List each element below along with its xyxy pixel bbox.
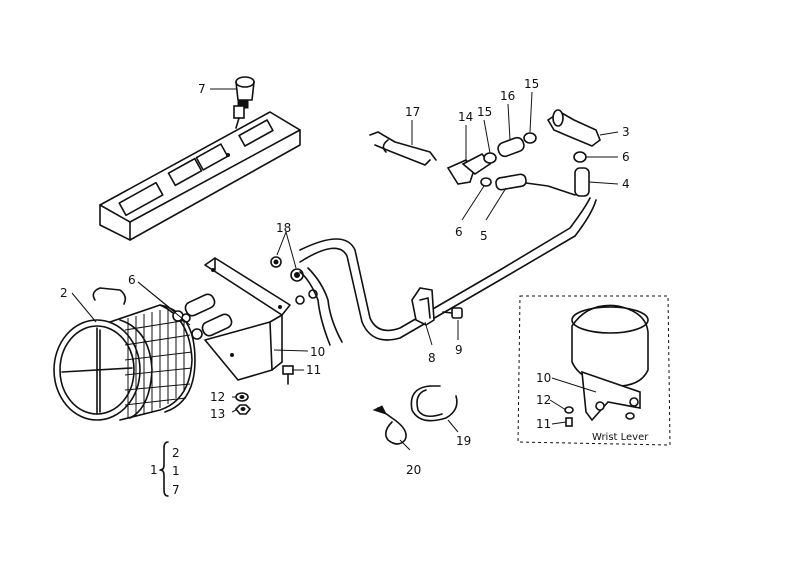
leader-lines	[71, 88, 619, 451]
wrist-lever-inset	[517, 295, 671, 446]
callout-18: 18	[276, 221, 291, 235]
bolt-part	[282, 365, 294, 385]
screw-part	[442, 307, 463, 319]
callout-14: 14	[458, 110, 473, 124]
callout-16: 16	[500, 89, 515, 103]
callout-2: 2	[60, 286, 68, 300]
cable-clamp	[411, 287, 435, 326]
callout-1-stack-2: 2	[172, 446, 180, 460]
inset-callout-12: 12	[536, 393, 551, 407]
callout-5: 5	[480, 229, 488, 243]
callout-1: 1	[150, 463, 158, 477]
small-clamp	[372, 405, 407, 445]
item-1-grouping-bracket	[159, 441, 169, 497]
callout-9: 9	[455, 343, 463, 357]
hose-assembly	[369, 109, 601, 197]
inset-callout-10: 10	[536, 371, 551, 385]
callout-15-right: 15	[524, 77, 539, 91]
hose-fittings-left	[172, 293, 233, 340]
callout-13: 13	[210, 407, 225, 421]
callout-10: 10	[310, 345, 325, 359]
callout-1-stack-1: 1	[172, 464, 180, 478]
callout-17: 17	[405, 105, 420, 119]
callout-6-left: 6	[128, 273, 136, 287]
upper-bracket-plate	[99, 111, 301, 241]
callout-20: 20	[406, 463, 421, 477]
callout-6-right: 6	[622, 150, 630, 164]
main-cylinder-housing	[53, 287, 196, 421]
washer-and-nut	[234, 392, 252, 415]
inset-callout-11: 11	[536, 417, 551, 431]
callout-15-left: 15	[477, 105, 492, 119]
knob-part	[233, 76, 255, 129]
callout-11: 11	[306, 363, 321, 377]
callout-12: 12	[210, 390, 225, 404]
callout-8: 8	[428, 351, 436, 365]
inset-wrist-lever-label: Wrist Lever	[592, 432, 649, 443]
callout-3: 3	[622, 125, 630, 139]
callout-1-stack-7: 7	[172, 483, 180, 497]
mounting-bracket	[204, 257, 291, 381]
callout-4: 4	[622, 177, 630, 191]
hose-clamp	[410, 385, 458, 422]
callout-19: 19	[456, 434, 471, 448]
callout-6-middle: 6	[455, 225, 463, 239]
control-cable	[299, 197, 597, 346]
callout-7: 7	[198, 82, 206, 96]
